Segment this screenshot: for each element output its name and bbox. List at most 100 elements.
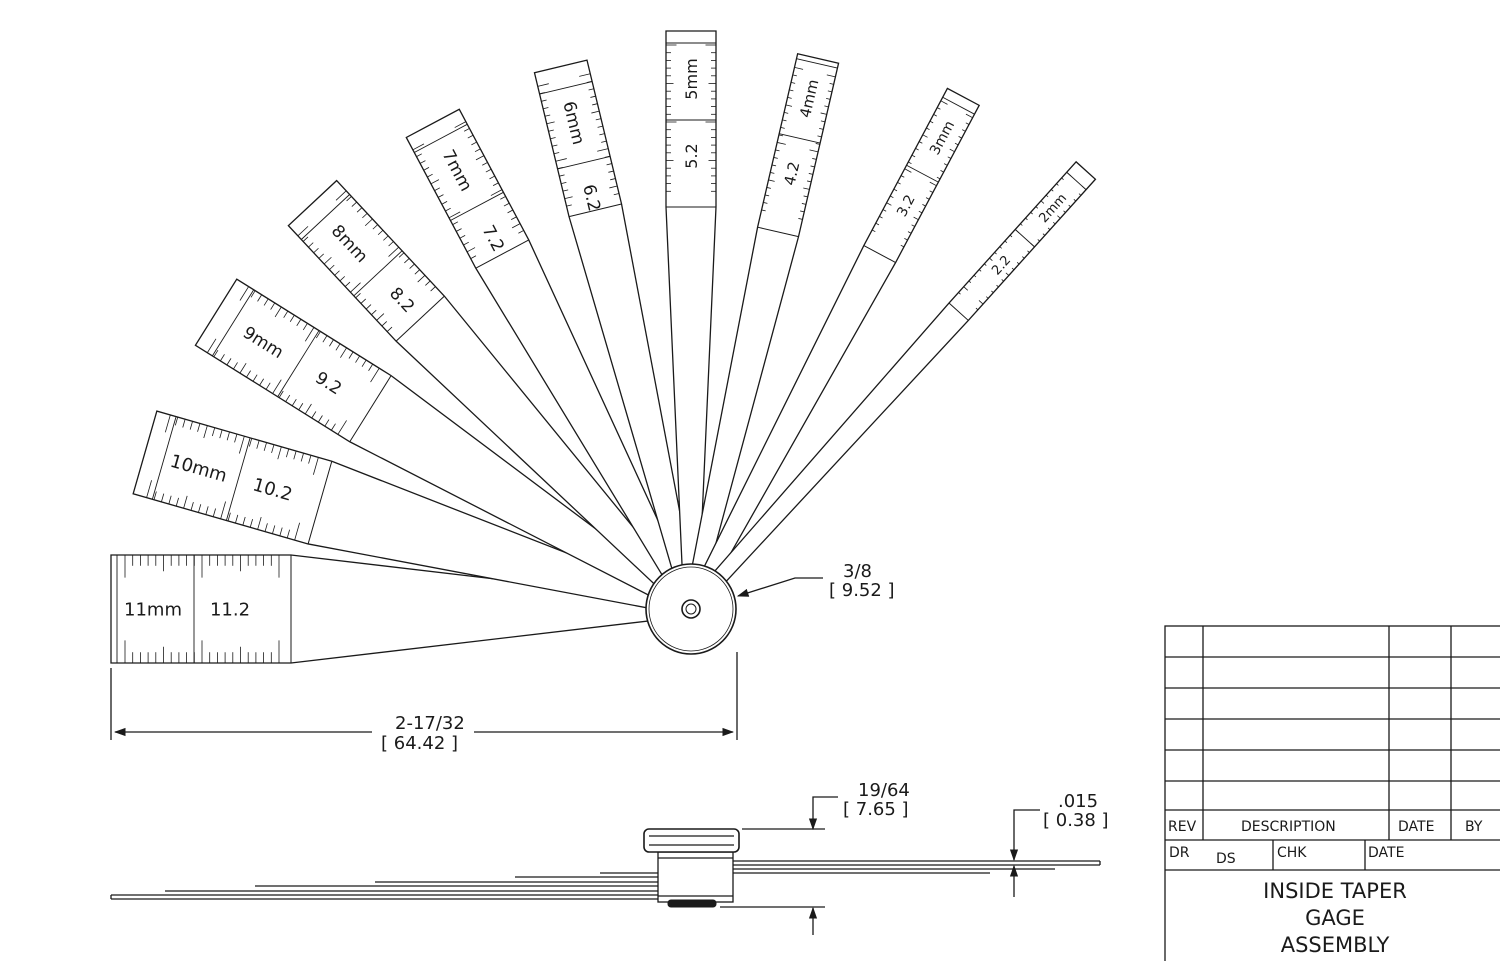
blade-tick [474, 148, 481, 153]
blade-tick [463, 241, 469, 246]
overall-length-metric: [ 64.42 ] [381, 733, 458, 754]
blade-tick [197, 423, 201, 432]
blade-tick [550, 137, 556, 140]
blade-tick [211, 427, 216, 437]
blade-tick [252, 374, 258, 382]
blade-tick [507, 209, 514, 214]
blade-tick [940, 100, 948, 105]
blade-tick [978, 269, 982, 272]
blade-tick [789, 89, 794, 92]
blade-tick [546, 121, 555, 125]
blade-tick [308, 242, 314, 248]
blade-tick [257, 294, 263, 302]
blade-tick [922, 134, 928, 138]
blade-tick [249, 518, 253, 528]
blade-tick [984, 263, 987, 266]
title-line-1: INSIDE TAPER [1263, 879, 1407, 903]
blade-tick [1078, 193, 1082, 196]
blade-tick [782, 119, 787, 122]
blade-tick [355, 355, 360, 363]
blade-tick [423, 167, 430, 171]
blade-tick [591, 110, 600, 114]
blade-tick [597, 148, 609, 152]
blade-tick [1027, 250, 1030, 253]
blade-tick [1061, 177, 1064, 181]
blade-tick [361, 359, 367, 367]
blade-tick [475, 155, 485, 161]
side-view [110, 828, 1101, 908]
blade-tick [417, 275, 426, 283]
blade-tick [564, 196, 573, 200]
blade-tick [471, 141, 477, 146]
blade-tick [809, 149, 819, 153]
blade-tick [414, 269, 420, 275]
blade-tick [766, 187, 771, 189]
blade-tick [452, 221, 459, 225]
blade-tick [808, 173, 813, 175]
blade-tick [794, 67, 804, 70]
blade-tick [329, 339, 334, 347]
blade-section-line [395, 295, 445, 342]
blade-tick [362, 213, 368, 219]
blade-tick [561, 182, 567, 185]
blade-tick [770, 172, 775, 174]
blade-tick [335, 343, 341, 351]
blade-tick [503, 202, 510, 207]
blade-tick [233, 362, 238, 370]
blade-tick [555, 158, 567, 162]
blade-tick [994, 252, 997, 255]
blade-tick [146, 480, 152, 498]
blade-tick [890, 195, 894, 199]
blade-tick [355, 292, 361, 299]
blade-tick [304, 327, 315, 342]
blade-tick [544, 114, 551, 117]
blade-division [277, 330, 320, 397]
blade-tick [958, 292, 961, 295]
blade-tick [246, 370, 251, 378]
blade-tick [908, 161, 912, 165]
date-label: DATE [1368, 845, 1404, 861]
blade-tick [590, 95, 596, 98]
blade-tick [778, 134, 784, 137]
blade-tick [963, 286, 969, 291]
title-block: REV DESCRIPTION DATE BY DR DS CHK DATE I… [1164, 625, 1500, 961]
blade-tick [242, 516, 246, 526]
blade-tick [274, 306, 282, 318]
blade-tick [239, 286, 249, 301]
blade-tick [999, 246, 1002, 249]
blade-tick [315, 331, 321, 339]
blade-tick [298, 403, 304, 411]
blade-tick [500, 196, 506, 200]
blade-tick [929, 190, 934, 193]
blade-tick [356, 207, 363, 213]
blade-tick [968, 280, 972, 284]
overall-length-dimension: 2-17/32 [ 64.42 ] [110, 652, 738, 754]
blade-tick [256, 440, 260, 449]
blade-tick [764, 194, 770, 197]
blade-tick [302, 236, 309, 242]
blade-tick [335, 190, 347, 201]
height-fraction: 19/64 [858, 780, 910, 801]
drawn-by-value: DS [1216, 851, 1236, 867]
blade-tick [1057, 215, 1061, 219]
blade-tick [790, 82, 796, 84]
blade-tick [922, 204, 926, 207]
blade-tick [398, 252, 405, 258]
blade-tick [286, 529, 290, 539]
blade-tick [220, 501, 226, 519]
blade-tick [592, 103, 598, 106]
blade-division [450, 191, 504, 221]
blade-tick [430, 286, 436, 292]
blade-tick [599, 133, 605, 136]
blade-tick [331, 423, 336, 431]
blade-tick [371, 309, 377, 315]
blade-tick [787, 97, 792, 99]
blade-division [1066, 171, 1087, 190]
blade-division [212, 289, 255, 357]
blade-tick [1005, 272, 1010, 276]
blade-tick [370, 367, 380, 383]
blade-tick [263, 442, 267, 451]
blade-tick [219, 429, 223, 439]
